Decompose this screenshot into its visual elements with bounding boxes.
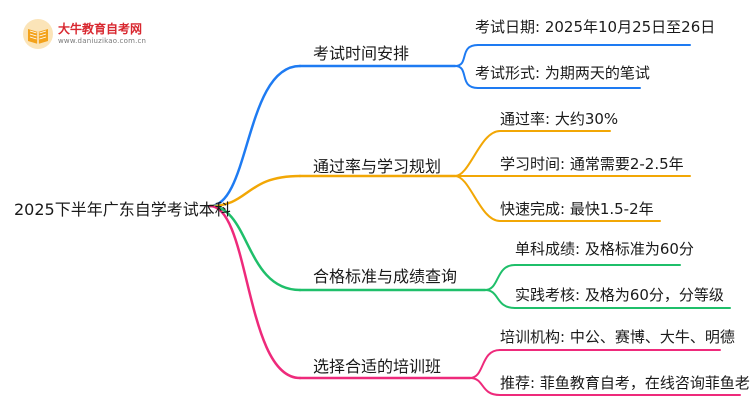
leaf-connector xyxy=(484,289,516,309)
site-logo: 大牛教育自考网 www.daniuzikao.com.cn xyxy=(22,18,146,50)
branch-passing-standard-results: 合格标准与成绩查询 xyxy=(313,267,458,286)
leaf-recommendation: 推荐: 菲鱼教育自考，在线咨询菲鱼老师 xyxy=(500,374,750,392)
root-connector xyxy=(208,64,302,208)
logo-name: 大牛教育自考网 xyxy=(58,22,143,36)
root-connector xyxy=(208,174,302,208)
leaf-pass-rate: 通过率: 大约30% xyxy=(500,110,619,128)
leaf-training-institutions: 培训机构: 中公、赛博、大牛、明德 xyxy=(500,328,735,346)
leaf-connector xyxy=(484,264,516,291)
leaf-connector xyxy=(469,377,501,396)
leaf-connector xyxy=(469,349,501,379)
leaf-practice-assessment: 实践考核: 及格为60分，分等级 xyxy=(515,286,724,304)
logo-url: www.daniuzikao.com.cn xyxy=(58,37,147,45)
root-connector xyxy=(208,204,302,292)
leaf-connector xyxy=(454,175,501,222)
leaf-connector xyxy=(454,65,479,89)
leaf-single-subject-score: 单科成绩: 及格标准为60分 xyxy=(515,240,694,258)
leaf-exam-date: 考试日期: 2025年10月25日至26日 xyxy=(475,18,716,36)
root-node: 2025下半年广东自学考试本科 xyxy=(14,200,231,219)
leaf-study-time: 学习时间: 通常需要2-2.5年 xyxy=(500,155,684,173)
open-book-icon xyxy=(23,19,53,49)
branch-exam-schedule: 考试时间安排 xyxy=(313,44,410,63)
leaf-fast-completion: 快速完成: 最快1.5-2年 xyxy=(500,200,654,218)
leaf-exam-format: 考试形式: 为期两天的笔试 xyxy=(475,64,650,82)
leaf-connector xyxy=(454,130,501,177)
branch-training-class: 选择合适的培训班 xyxy=(313,357,442,376)
branch-pass-rate-study-plan: 通过率与学习规划 xyxy=(313,157,442,176)
root-connector xyxy=(208,204,302,380)
